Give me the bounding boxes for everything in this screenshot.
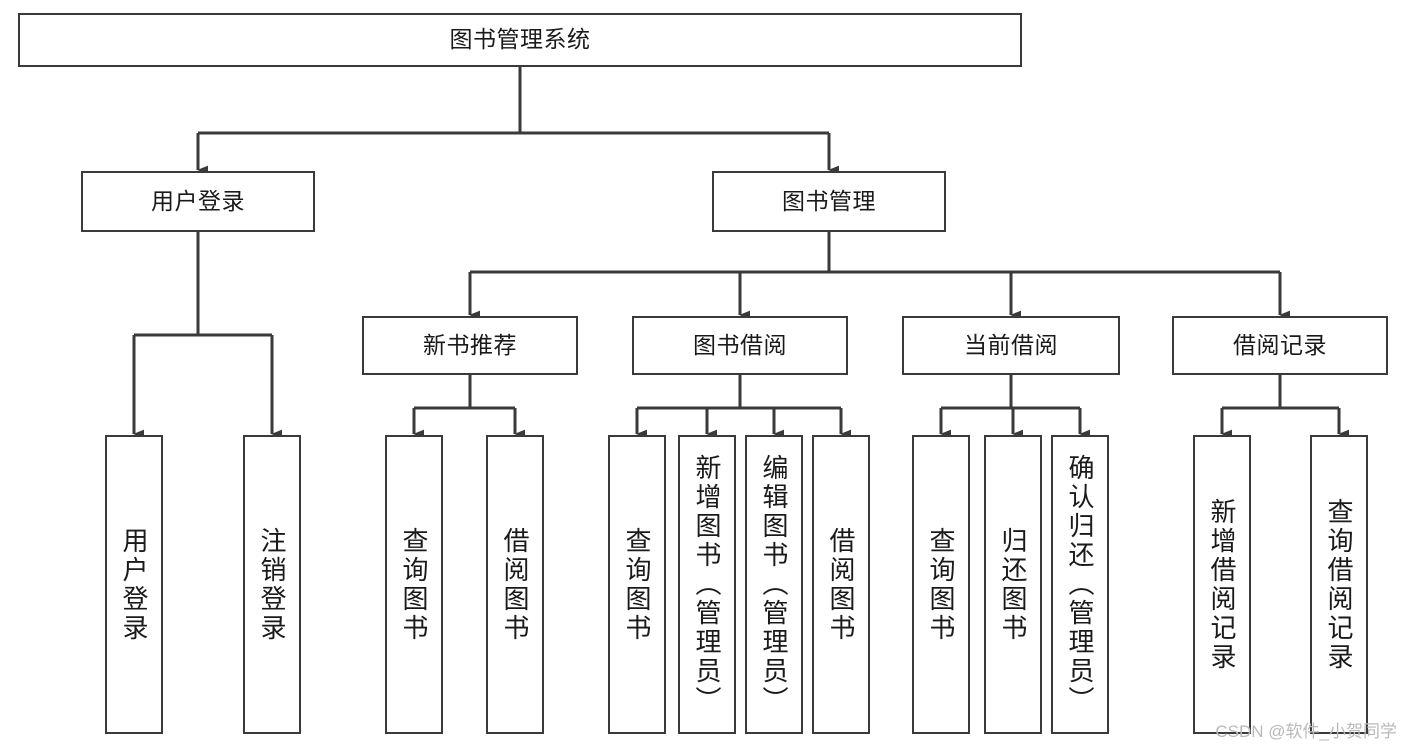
node-leaf-query-borrow-record[interactable]: 查询借阅记录	[1310, 435, 1368, 734]
node-book-borrow-label: 图书借阅	[693, 331, 787, 358]
node-new-book-recommend[interactable]: 新书推荐	[362, 316, 578, 375]
node-leaf-user-login[interactable]: 用户登录	[105, 435, 163, 734]
node-root[interactable]: 图书管理系统	[18, 13, 1022, 67]
node-root-label: 图书管理系统	[449, 26, 591, 53]
node-leaf-borrow-book[interactable]: 借阅图书	[812, 435, 870, 734]
node-leaf-add-borrow-record[interactable]: 新增借阅记录	[1193, 435, 1251, 734]
node-leaf-borrow-book-label: 借阅图书	[826, 526, 856, 643]
node-leaf-return-book-label: 归还图书	[998, 526, 1028, 643]
node-borrow-records[interactable]: 借阅记录	[1172, 316, 1388, 375]
node-leaf-borrow-book-recommend-label: 借阅图书	[500, 526, 530, 643]
node-leaf-query-book-borrow-label: 查询图书	[622, 526, 652, 643]
node-leaf-query-book-current-label: 查询图书	[926, 526, 956, 643]
node-leaf-return-book[interactable]: 归还图书	[984, 435, 1042, 734]
node-leaf-edit-book-admin[interactable]: 编辑图书（管理员）	[745, 435, 803, 734]
node-leaf-logout-login-label: 注销登录	[257, 526, 287, 643]
node-leaf-logout-login[interactable]: 注销登录	[243, 435, 301, 734]
node-book-borrow[interactable]: 图书借阅	[632, 316, 848, 375]
node-new-book-recommend-label: 新书推荐	[423, 331, 517, 358]
node-leaf-confirm-return-admin[interactable]: 确认归还（管理员）	[1051, 435, 1109, 734]
node-leaf-add-book-admin-label: 新增图书（管理员）	[692, 454, 722, 715]
node-borrow-records-label: 借阅记录	[1233, 331, 1327, 358]
node-leaf-query-book-borrow[interactable]: 查询图书	[608, 435, 666, 734]
node-current-borrow[interactable]: 当前借阅	[902, 316, 1120, 375]
node-leaf-edit-book-admin-label: 编辑图书（管理员）	[759, 454, 789, 715]
node-current-borrow-label: 当前借阅	[964, 331, 1058, 358]
node-leaf-add-borrow-record-label: 新增借阅记录	[1207, 497, 1237, 672]
node-user-login[interactable]: 用户登录	[81, 171, 315, 232]
node-leaf-query-borrow-record-label: 查询借阅记录	[1324, 497, 1354, 672]
node-leaf-query-book-recommend[interactable]: 查询图书	[385, 435, 443, 734]
node-leaf-confirm-return-admin-label: 确认归还（管理员）	[1065, 454, 1095, 715]
node-leaf-query-book-recommend-label: 查询图书	[399, 526, 429, 643]
node-leaf-user-login-label: 用户登录	[119, 526, 149, 643]
node-book-management[interactable]: 图书管理	[712, 171, 946, 232]
node-leaf-query-book-current[interactable]: 查询图书	[912, 435, 970, 734]
node-book-management-label: 图书管理	[782, 187, 876, 214]
node-leaf-add-book-admin[interactable]: 新增图书（管理员）	[678, 435, 736, 734]
csdn-watermark: CSDN @软件_小贺同学	[1215, 722, 1397, 741]
node-leaf-borrow-book-recommend[interactable]: 借阅图书	[486, 435, 544, 734]
node-user-login-label: 用户登录	[151, 187, 245, 214]
